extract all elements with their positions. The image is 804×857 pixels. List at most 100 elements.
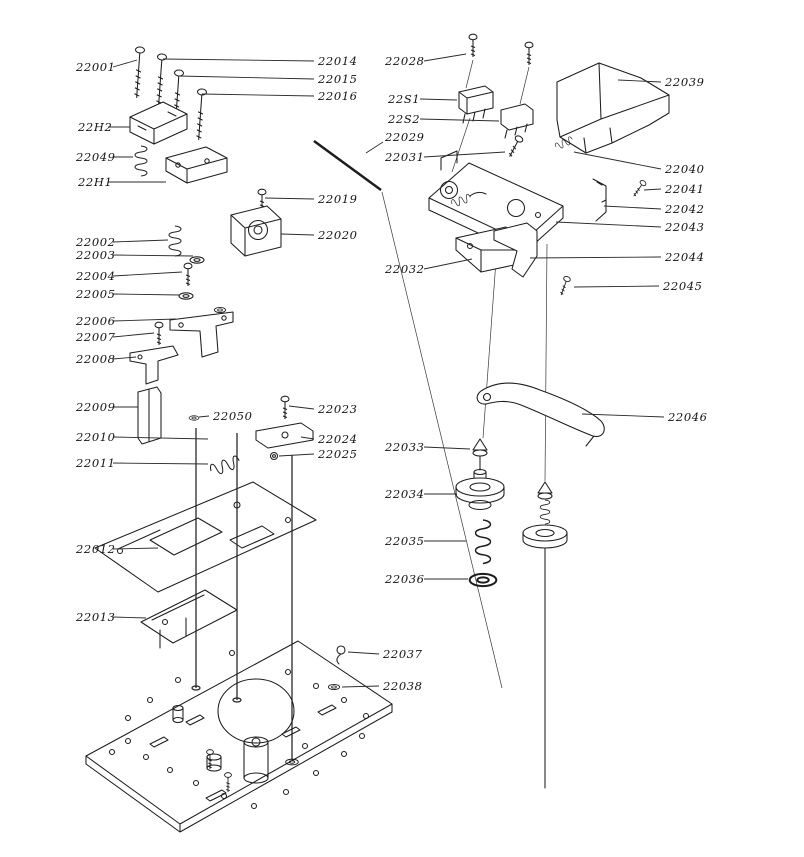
part-label-22010: 22010 xyxy=(75,430,116,444)
part-label-22003: 22003 xyxy=(75,248,116,262)
part-spring-22049 xyxy=(134,145,148,177)
part-spring-22002 xyxy=(168,225,182,257)
part-label-22046: 22046 xyxy=(667,410,708,424)
leader-line-22025 xyxy=(278,453,315,457)
leader-line-22003 xyxy=(112,254,194,257)
part-channel-22009 xyxy=(137,386,162,445)
leader-line-22031 xyxy=(423,151,506,158)
part-ring-22025 xyxy=(269,451,279,461)
leader-line-22010 xyxy=(112,436,209,440)
part-pulley-22034 xyxy=(455,461,505,511)
part-pulley-right xyxy=(522,524,568,789)
part-rod-22029 xyxy=(313,139,382,192)
part-label-22035: 22035 xyxy=(384,534,425,548)
part-label-22050: 22050 xyxy=(212,409,253,423)
part-plate-22012 xyxy=(94,481,317,593)
part-frame-22043 xyxy=(428,150,564,255)
leader-line-22002 xyxy=(112,239,169,243)
part-label-22013: 22013 xyxy=(75,610,116,624)
part-washer-22005 xyxy=(178,292,194,300)
part-arm-22046 xyxy=(476,382,605,447)
part-label-22034: 22034 xyxy=(384,487,425,501)
part-label-22014: 22014 xyxy=(317,54,358,68)
leader-line-22014 xyxy=(162,58,315,62)
part-label-22H2: 22H2 xyxy=(77,120,112,134)
leader-line-22020 xyxy=(280,233,315,236)
part-hook-22037 xyxy=(336,645,346,665)
screw-22014-icon xyxy=(153,53,168,106)
part-screw-22028-b xyxy=(524,41,534,66)
part-bracket-22H2 xyxy=(129,101,188,145)
leader-line-22011 xyxy=(112,462,209,465)
leader-line-22029 xyxy=(365,141,384,154)
part-bracket-22006 xyxy=(169,311,234,358)
part-label-22008: 22008 xyxy=(75,352,116,366)
leader-line-22044 xyxy=(529,256,662,259)
part-screw-22023 xyxy=(280,395,290,420)
part-chassis-base xyxy=(85,640,393,833)
part-label-22037: 22037 xyxy=(382,647,423,661)
part-screw-22041 xyxy=(630,178,648,199)
part-spring-right xyxy=(539,499,551,525)
leader-line-22012 xyxy=(112,547,159,550)
leader-line-22045 xyxy=(573,285,660,288)
part-label-22040: 22040 xyxy=(664,162,705,176)
part-label-22036: 22036 xyxy=(384,572,425,586)
part-screw-22045 xyxy=(557,275,572,297)
part-label-22002: 22002 xyxy=(75,235,116,249)
leader-line-22006 xyxy=(112,318,177,322)
part-label-22028: 22028 xyxy=(384,54,425,68)
part-label-22016: 22016 xyxy=(317,89,358,103)
part-label-22049: 22049 xyxy=(75,150,116,164)
part-bracket-22044 xyxy=(493,222,538,278)
part-bracket-22008 xyxy=(129,345,179,385)
part-screw-22028-a xyxy=(468,33,478,58)
part-label-22004: 22004 xyxy=(75,269,116,283)
screw-22016-icon xyxy=(193,88,208,141)
part-washer-22050 xyxy=(188,415,200,421)
part-switch-22S1 xyxy=(458,85,494,124)
leader-line-22016 xyxy=(201,93,315,97)
part-label-22S1: 22S1 xyxy=(387,92,420,106)
leader-line-22038 xyxy=(341,685,380,688)
leader-line-22024 xyxy=(300,436,315,440)
part-label-22032: 22032 xyxy=(384,262,425,276)
part-label-22006: 22006 xyxy=(75,314,116,328)
part-screw-22031 xyxy=(505,134,525,160)
construction-lines xyxy=(381,59,548,689)
part-strip-22042 xyxy=(592,178,607,222)
part-label-22044: 22044 xyxy=(664,250,705,264)
leader-line-22005 xyxy=(112,293,181,296)
part-cover-22039 xyxy=(556,62,670,154)
part-cap-22033 xyxy=(472,438,488,463)
part-label-22009: 22009 xyxy=(75,400,116,414)
part-bracket-22013 xyxy=(140,589,238,649)
part-bracket-22024 xyxy=(255,422,314,449)
part-label-22020: 22020 xyxy=(317,228,358,242)
part-label-22011: 22011 xyxy=(75,456,116,470)
leader-line-22007 xyxy=(112,332,155,338)
leader-line-22037 xyxy=(347,651,380,655)
leader-line-22S1 xyxy=(419,98,458,101)
leader-line-22039 xyxy=(617,79,662,83)
leader-line-22023 xyxy=(288,405,315,410)
part-screw-22004 xyxy=(183,262,193,287)
part-label-22019: 22019 xyxy=(317,192,358,206)
leader-line-22041 xyxy=(643,188,662,191)
part-label-22043: 22043 xyxy=(664,220,705,234)
part-spring-22035 xyxy=(474,519,492,565)
leader-line-22008 xyxy=(112,356,137,360)
part-solenoid-22020 xyxy=(230,205,282,257)
part-label-22031: 22031 xyxy=(384,150,425,164)
part-label-22S2: 22S2 xyxy=(387,112,420,126)
leader-line-22015 xyxy=(177,75,315,80)
part-label-22029: 22029 xyxy=(384,130,425,144)
part-label-22025: 22025 xyxy=(317,447,358,461)
part-label-22023: 22023 xyxy=(317,402,358,416)
leader-line-22050 xyxy=(198,415,210,418)
part-screw-22007 xyxy=(154,321,164,346)
part-label-22012: 22012 xyxy=(75,542,116,556)
leader-line-22042 xyxy=(603,205,662,210)
leader-line-22032 xyxy=(423,258,473,270)
